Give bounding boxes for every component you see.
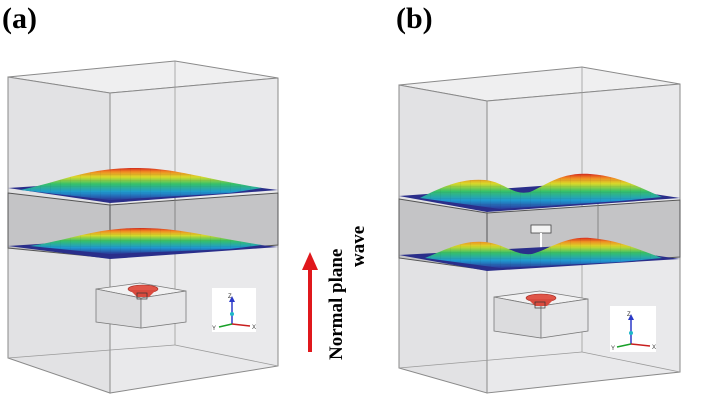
panel-b-label: (b) (396, 2, 433, 35)
axis-b-x (630, 343, 651, 347)
annotation-normal-plane-wave: Normal plane wave (326, 226, 374, 360)
axis-b-x-label: X (652, 345, 656, 351)
radiator-a-cone (130, 290, 156, 297)
source-box-a-right (140, 290, 187, 329)
axis-triad-b-bg (610, 306, 656, 352)
axis-a-x-label: X (252, 325, 256, 331)
axis-b-origin (629, 331, 633, 335)
plane-wave-arrow (302, 252, 318, 352)
sheet-b-top-mesh (420, 173, 662, 209)
axis-a-y-label: Y (212, 326, 216, 332)
radiator-b-cone (528, 299, 554, 306)
axis-a-x (231, 323, 251, 327)
radiator-b-feed (534, 301, 546, 309)
arrow-head (302, 252, 318, 270)
hole-element (530, 224, 552, 234)
axis-b-y (616, 343, 632, 348)
annotation-line-1: Normal plane (326, 248, 347, 360)
axis-b-z-arrow (628, 314, 634, 320)
panel-b-diagram: Z X Y (398, 66, 681, 394)
box-b-back-edge-bottom-r (581, 351, 681, 373)
axis-a-y (218, 323, 233, 328)
box-a-back-edge-bottom-l (7, 344, 176, 359)
radiator-a-feed (136, 292, 148, 300)
annotation-line-2: wave (348, 226, 369, 268)
axis-a-z-label: Z (228, 294, 232, 300)
panel-a-label: (a) (2, 2, 37, 35)
box-b-back-edge-bottom-l (398, 351, 583, 369)
sheet-a-top-mesh (20, 168, 262, 200)
axis-b-y-label: Y (611, 346, 615, 352)
axis-a-z-arrow (229, 296, 235, 302)
box-a-back-edge-bottom-r (174, 344, 279, 367)
panel-a-diagram: Z X Y (7, 60, 279, 394)
sheet-b-bottom-mesh (425, 237, 662, 268)
source-box-b-right (540, 298, 589, 339)
axis-a-origin (230, 312, 234, 316)
axis-b-z-label: Z (627, 312, 631, 318)
sheet-a-bottom-mesh (30, 228, 262, 254)
